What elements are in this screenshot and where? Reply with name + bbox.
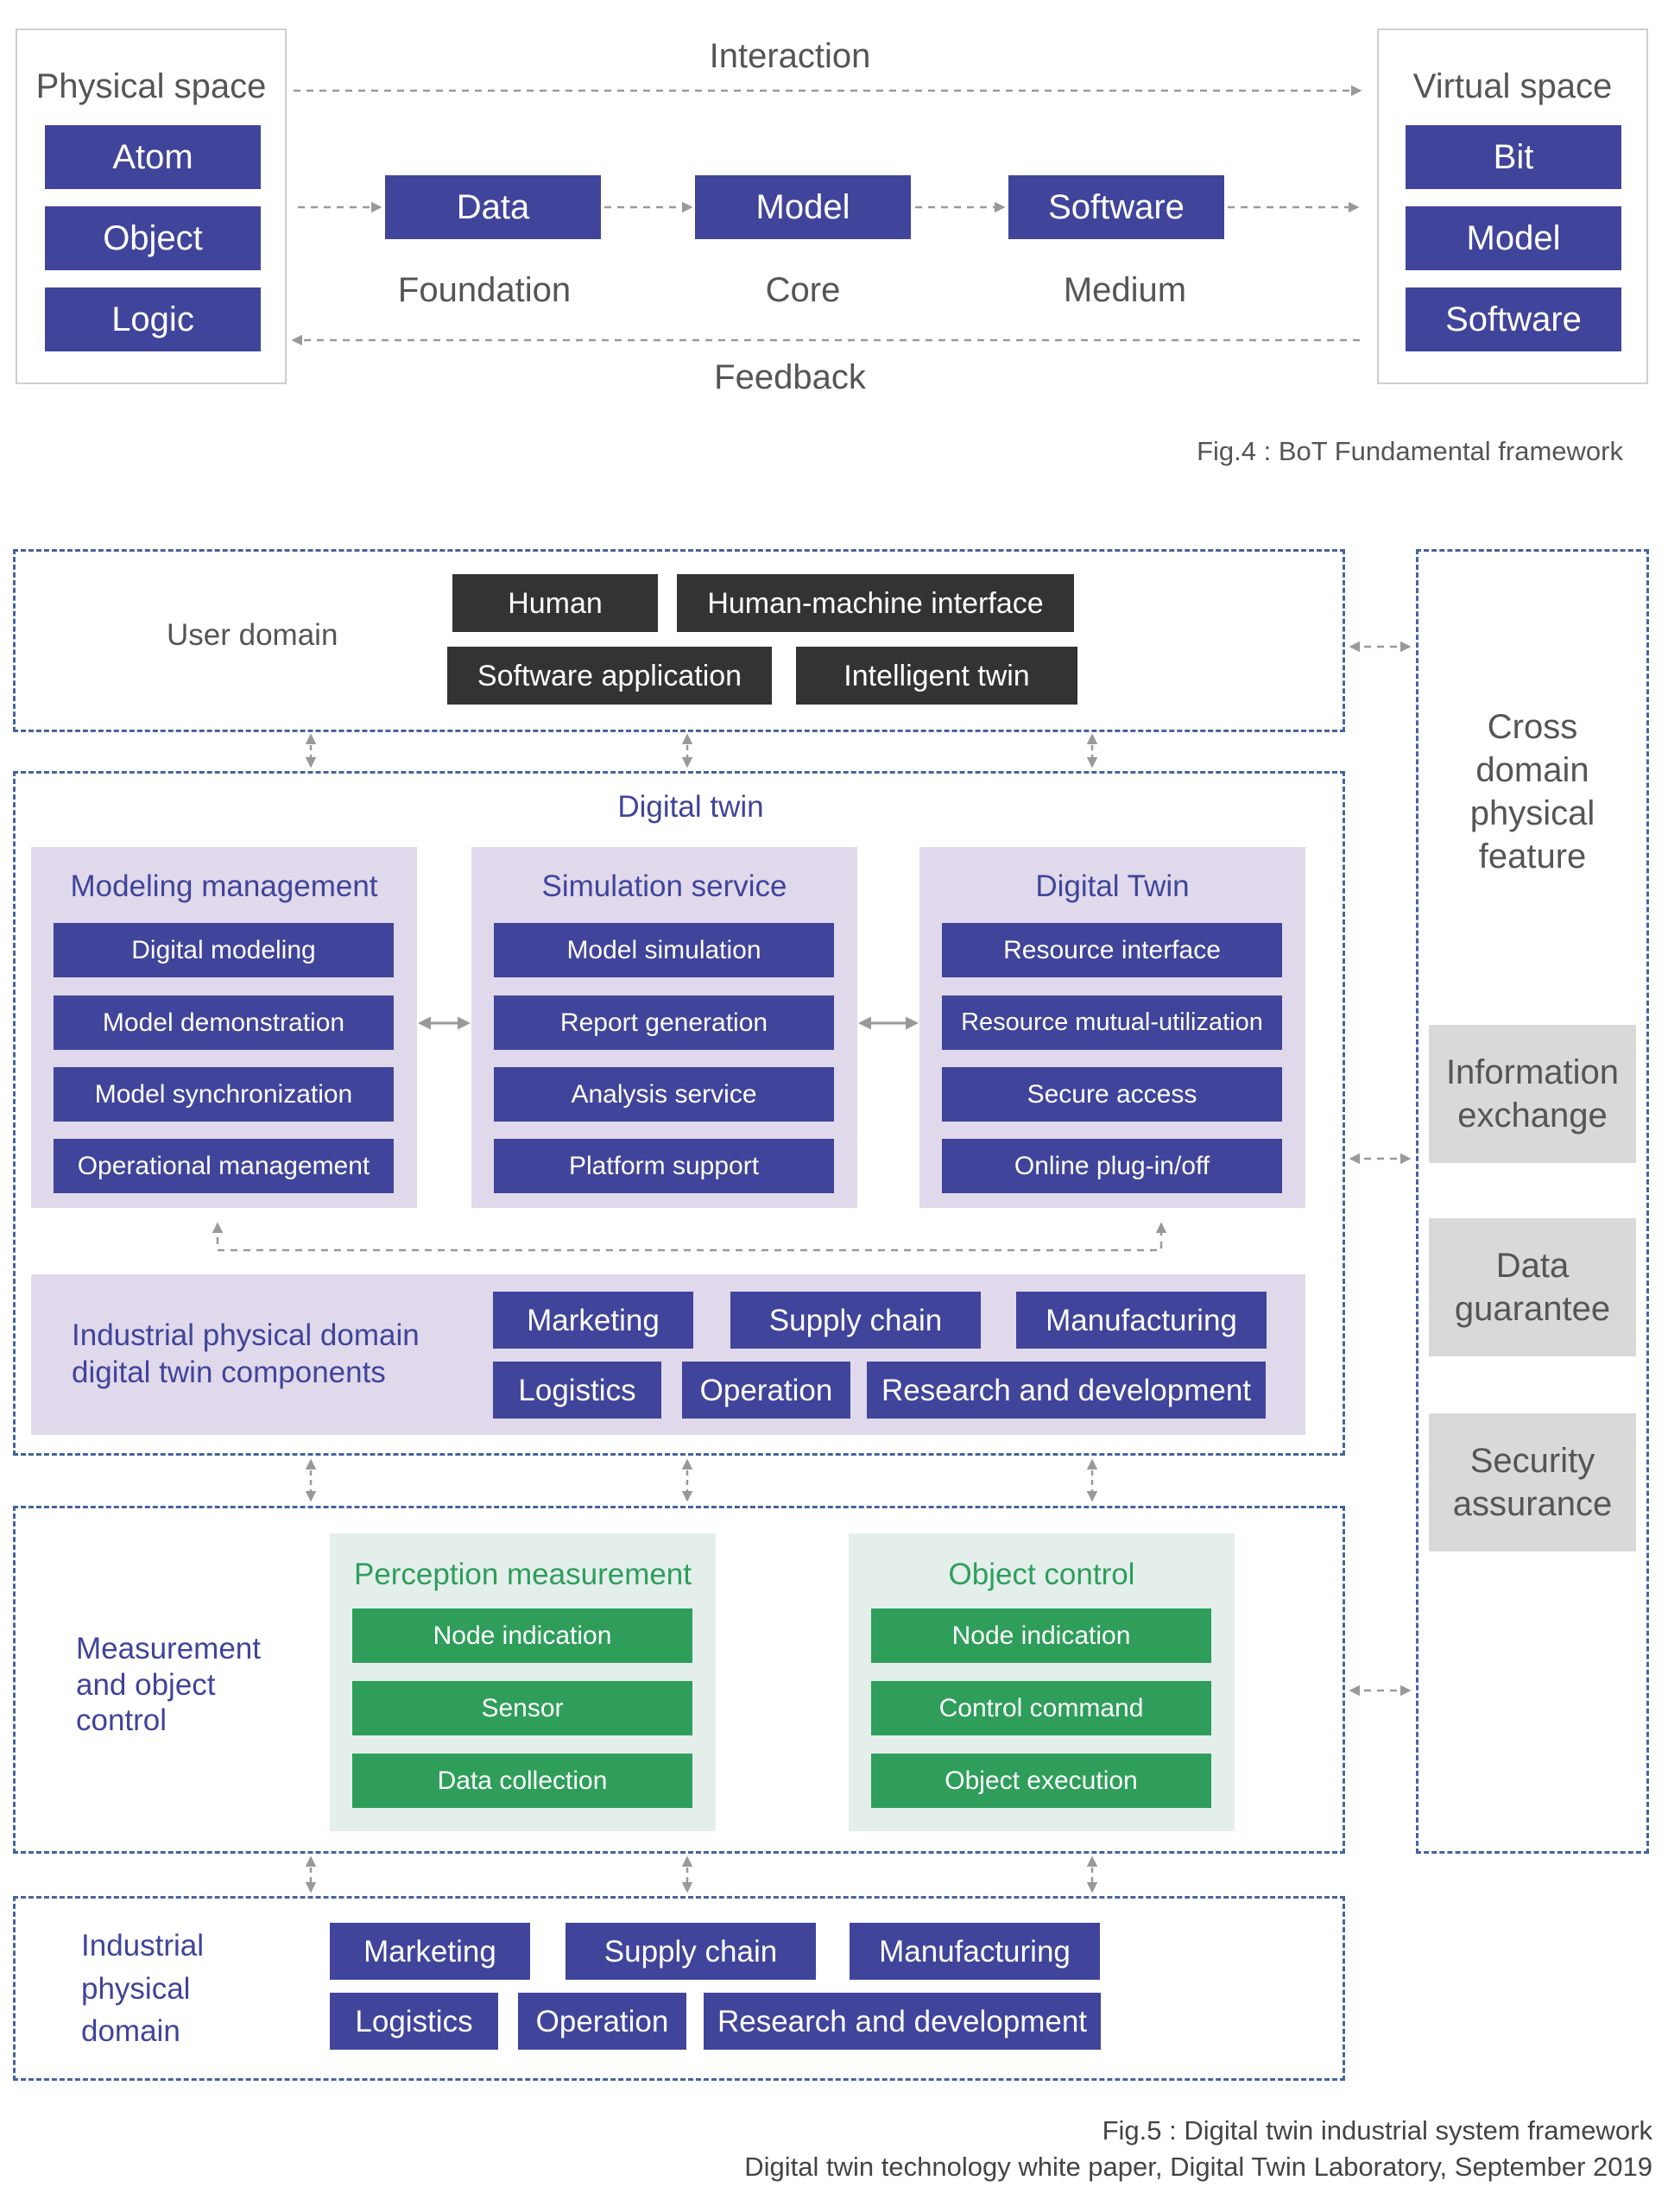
simulation-item-model-simulation: Model simulation	[494, 923, 834, 977]
feature-information-exchange: Information exchange	[1429, 1025, 1636, 1163]
object-control-item-node-indication: Node indication	[871, 1608, 1211, 1663]
twin-item-secure-access: Secure access	[942, 1067, 1282, 1122]
perception-title: Perception measurement	[353, 1558, 692, 1591]
chain-caption-core: Core	[765, 271, 841, 309]
chain-caption-foundation: Foundation	[397, 271, 572, 309]
industrial-label-line3: domain	[81, 2014, 180, 2048]
industrial-supply-chain: Supply chain	[565, 1923, 816, 1980]
chain-box-software: Software	[1008, 175, 1224, 239]
feature-data-guarantee: Data guarantee	[1429, 1218, 1636, 1356]
cross-domain-title-line2: domain	[1475, 751, 1589, 789]
component-supply-chain: Supply chain	[730, 1292, 981, 1349]
feature-line: exchange	[1457, 1097, 1608, 1134]
perception-item-sensor: Sensor	[352, 1681, 692, 1735]
measurement-label-line1: Measurement	[76, 1632, 261, 1665]
industrial-operation: Operation	[518, 1993, 686, 2050]
component-research: Research and development	[867, 1362, 1266, 1419]
feature-line: Data	[1495, 1247, 1570, 1285]
modeling-item-model-demonstration: Model demonstration	[54, 995, 394, 1050]
physical-space-item-object: Object	[45, 206, 261, 270]
digital-twin-service-title: Digital Twin	[1035, 869, 1190, 903]
physical-space-frame	[16, 28, 287, 384]
industrial-marketing: Marketing	[330, 1923, 530, 1980]
feature-line: Security	[1469, 1442, 1595, 1480]
industrial-label-line2: physical	[81, 1972, 191, 2006]
simulation-item-analysis-service: Analysis service	[494, 1067, 834, 1122]
simulation-service-title: Simulation service	[541, 869, 787, 903]
industrial-label-line1: Industrial	[81, 1929, 205, 1962]
perception-item-node-indication: Node indication	[352, 1608, 692, 1663]
interaction-label: Interaction	[709, 37, 871, 75]
object-control-item-object-execution: Object execution	[871, 1754, 1211, 1808]
components-bracket-arrow	[212, 1222, 1167, 1252]
virtual-space-item-software: Software	[1406, 288, 1621, 351]
physical-space-item-atom: Atom	[45, 125, 261, 189]
chain-caption-medium: Medium	[1063, 271, 1187, 309]
component-logistics: Logistics	[493, 1362, 661, 1419]
fig5-caption-line1: Fig.5 : Digital twin industrial system f…	[1102, 2115, 1652, 2146]
feature-security-assurance: Security assurance	[1429, 1413, 1636, 1552]
user-domain-frame	[13, 549, 1345, 732]
chain-box-data: Data	[385, 175, 601, 239]
perception-item-data-collection: Data collection	[352, 1754, 692, 1808]
fig4-caption: Fig.4 : BoT Fundamental framework	[1197, 436, 1623, 466]
twin-item-online-plug: Online plug-in/off	[942, 1139, 1282, 1193]
cross-domain-title-line3: physical	[1469, 794, 1595, 832]
physical-space-item-logic: Logic	[45, 288, 261, 351]
digital-twin-title: Digital twin	[617, 790, 764, 824]
virtual-space-frame	[1377, 28, 1648, 384]
object-control-title: Object control	[948, 1558, 1135, 1591]
virtual-space-item-bit: Bit	[1406, 125, 1621, 189]
chain-box-model: Model	[695, 175, 911, 239]
component-operation: Operation	[682, 1362, 850, 1419]
feature-line: Information	[1445, 1053, 1620, 1091]
industrial-logistics: Logistics	[330, 1993, 498, 2050]
modeling-management-title: Modeling management	[70, 869, 378, 903]
object-control-item-control-command: Control command	[871, 1681, 1211, 1735]
cross-domain-frame	[1416, 549, 1649, 1854]
fig5-caption-line2: Digital twin technology white paper, Dig…	[744, 2152, 1652, 2182]
user-item-intelligent-twin: Intelligent twin	[796, 647, 1077, 705]
cross-domain-title-line1: Cross	[1487, 708, 1578, 746]
user-item-human: Human	[452, 574, 658, 632]
virtual-space-item-model: Model	[1406, 206, 1621, 270]
simulation-item-report-generation: Report generation	[494, 995, 834, 1050]
measurement-label-line3: control	[76, 1703, 167, 1737]
cross-domain-title-line4: feature	[1478, 837, 1587, 875]
user-item-hmi: Human-machine interface	[677, 574, 1074, 632]
modeling-item-digital-modeling: Digital modeling	[54, 923, 394, 977]
user-domain-label: User domain	[167, 618, 338, 652]
industrial-research: Research and development	[704, 1993, 1101, 2050]
simulation-item-platform-support: Platform support	[494, 1139, 834, 1193]
twin-item-resource-mutual-utilization: Resource mutual-utilization	[942, 995, 1282, 1050]
component-manufacturing: Manufacturing	[1016, 1292, 1267, 1349]
measurement-label-line2: and object	[76, 1668, 216, 1702]
user-item-software-application: Software application	[447, 647, 772, 705]
feedback-label: Feedback	[714, 358, 866, 396]
components-label-line2: digital twin components	[72, 1356, 386, 1389]
modeling-item-operational-management: Operational management	[54, 1139, 394, 1193]
component-marketing: Marketing	[493, 1292, 693, 1349]
industrial-domain-frame	[13, 1896, 1345, 2081]
measurement-frame	[13, 1506, 1345, 1854]
industrial-manufacturing: Manufacturing	[850, 1923, 1100, 1980]
physical-space-title: Physical space	[35, 67, 267, 105]
feature-line: assurance	[1452, 1485, 1613, 1523]
virtual-space-title: Virtual space	[1412, 67, 1613, 105]
components-label-line1: Industrial physical domain	[72, 1318, 420, 1352]
twin-item-resource-interface: Resource interface	[942, 923, 1282, 977]
digital-twin-frame	[13, 771, 1345, 1456]
feature-line: guarantee	[1454, 1290, 1611, 1328]
modeling-item-model-synchronization: Model synchronization	[54, 1067, 394, 1122]
